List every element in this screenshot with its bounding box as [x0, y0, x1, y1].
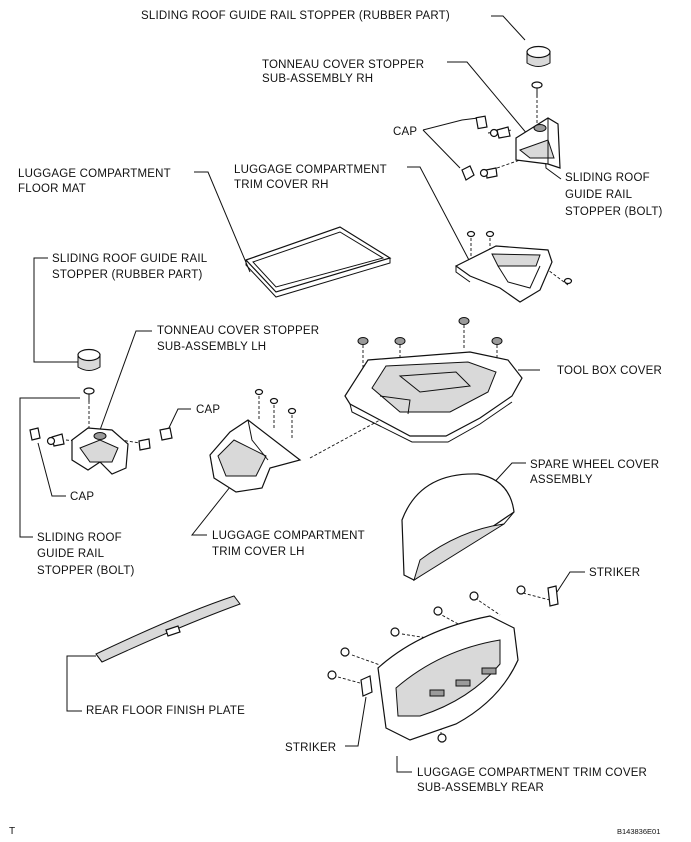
leader-tonneau-lh — [99, 330, 152, 431]
trim-cover-lh — [209, 388, 302, 493]
label-rear-floor-plate: REAR FLOOR FINISH PLATE — [86, 705, 245, 717]
label-bolt-lh-line3: STOPPER (BOLT) — [37, 565, 135, 577]
label-spare-wheel-line1: SPARE WHEEL COVER — [530, 459, 659, 471]
leader-floor-mat — [194, 171, 251, 273]
rubber-stopper-rh — [526, 45, 551, 67]
spare-wheel-cover — [401, 473, 515, 582]
label-striker-left: STRIKER — [285, 742, 336, 754]
label-trim-rh-line1: LUGGAGE COMPARTMENT — [234, 164, 387, 176]
figure-code: B143836E01 — [617, 827, 660, 836]
leader-striker-left — [345, 696, 367, 747]
label-rubber-part-rh: SLIDING ROOF GUIDE RAIL STOPPER (RUBBER … — [141, 10, 450, 22]
bolt-rh — [531, 81, 543, 97]
label-trim-rear-line1: LUGGAGE COMPARTMENT TRIM COVER — [417, 767, 647, 779]
leader-trim-rear — [396, 756, 412, 773]
label-tonneau-rh-line1: TONNEAU COVER STOPPER — [262, 59, 424, 71]
label-tonneau-lh-line2: SUB-ASSEMBLY LH — [157, 341, 266, 353]
leader-trim-lh — [190, 486, 231, 536]
label-trim-lh-line1: LUGGAGE COMPARTMENT — [212, 530, 365, 542]
label-trim-rear-line2: SUB-ASSEMBLY REAR — [417, 782, 544, 794]
tool-box-cover — [344, 317, 523, 443]
label-tonneau-lh-line1: TONNEAU COVER STOPPER — [157, 325, 319, 337]
label-bolt-rh-line1: SLIDING ROOF — [565, 172, 650, 184]
callout-labels: SLIDING ROOF GUIDE RAIL STOPPER (RUBBER … — [9, 10, 663, 837]
label-striker-right: STRIKER — [589, 567, 640, 579]
cap-rh-parts — [461, 115, 511, 181]
label-cap-lh-lower: CAP — [70, 491, 94, 503]
label-cap-rh: CAP — [393, 126, 417, 138]
leader-rubber-rh — [491, 15, 526, 41]
leader-cap-lh-lower — [37, 442, 66, 497]
tonneau-stopper-rh — [515, 117, 561, 169]
label-rubber-part-lh-line1: SLIDING ROOF GUIDE RAIL — [52, 253, 208, 265]
leader-cap-rh-upper — [422, 117, 479, 131]
label-trim-rh-line2: TRIM COVER RH — [234, 179, 329, 191]
leader-cap-rh-lower — [422, 129, 461, 169]
corner-mark: T — [9, 826, 15, 837]
label-trim-lh-line2: TRIM COVER LH — [212, 546, 305, 558]
cap-lh-parts — [29, 427, 173, 451]
rear-floor-plate — [95, 595, 241, 663]
tonneau-stopper-lh — [71, 427, 129, 475]
leader-rear-floor — [66, 655, 96, 712]
label-tool-box-cover: TOOL BOX COVER — [557, 365, 662, 377]
leader-lines — [19, 15, 585, 773]
label-floor-mat-line1: LUGGAGE COMPARTMENT — [18, 168, 171, 180]
label-rubber-part-lh-line2: STOPPER (RUBBER PART) — [52, 269, 203, 281]
label-cap-lh-upper: CAP — [196, 404, 220, 416]
floor-mat — [244, 226, 392, 298]
label-bolt-rh-line2: GUIDE RAIL — [565, 189, 633, 201]
trim-cover-rear — [327, 585, 559, 743]
label-tonneau-rh-line2: SUB-ASSEMBLY RH — [262, 73, 373, 85]
label-bolt-rh-line3: STOPPER (BOLT) — [565, 206, 663, 218]
leader-tonneau-rh — [447, 61, 529, 136]
leader-cap-lh-upper — [165, 408, 191, 435]
trim-cover-rh — [454, 230, 573, 303]
leader-trim-rh — [407, 166, 471, 263]
rubber-stopper-lh — [77, 348, 101, 371]
leader-striker-right — [556, 571, 585, 593]
label-bolt-lh-line1: SLIDING ROOF — [37, 532, 122, 544]
leader-rubber-lh — [33, 257, 78, 363]
leader-bolt-lh — [19, 397, 80, 538]
label-floor-mat-line2: FLOOR MAT — [18, 183, 86, 195]
label-spare-wheel-line2: ASSEMBLY — [530, 474, 593, 486]
label-bolt-lh-line2: GUIDE RAIL — [37, 548, 105, 560]
bolt-lh — [83, 387, 95, 402]
